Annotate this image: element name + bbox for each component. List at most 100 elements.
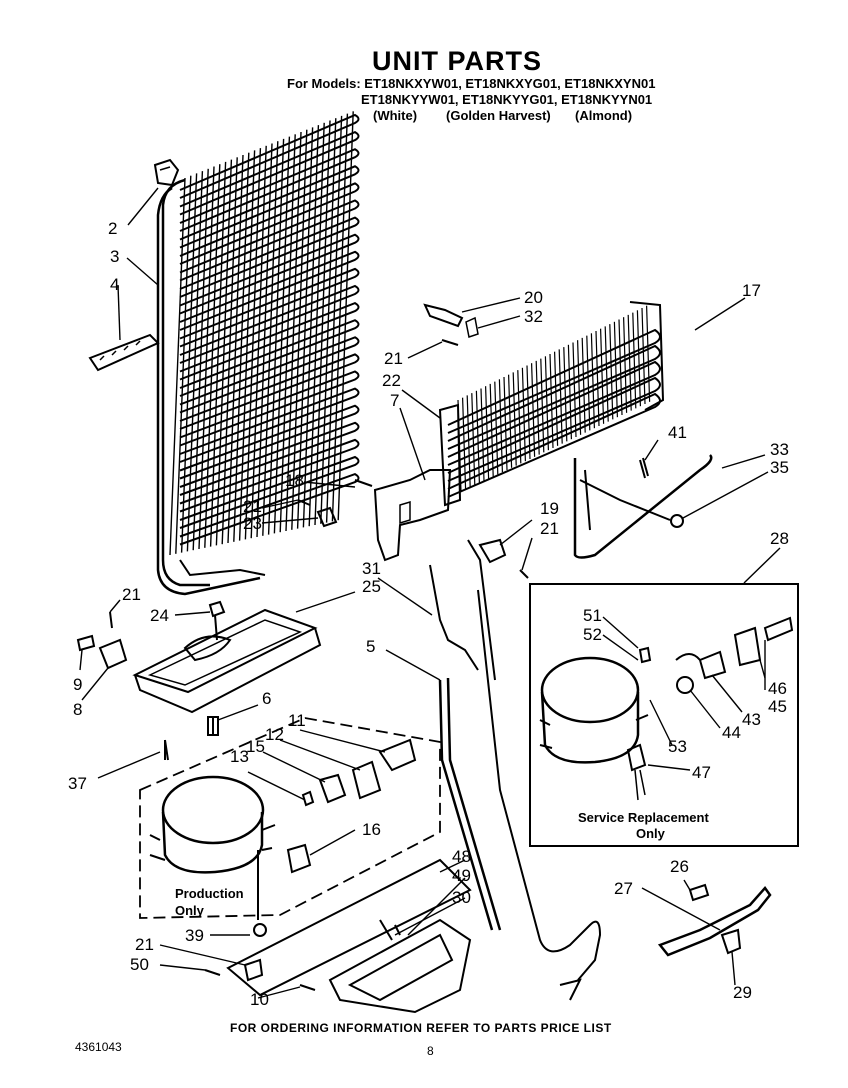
drain-pan <box>132 608 322 714</box>
callout-46: 46 <box>768 679 787 698</box>
evaporator-fin <box>609 324 614 420</box>
callout-37: 37 <box>68 774 87 793</box>
condenser-tube-loop <box>179 233 360 315</box>
evaporator-fin <box>646 305 651 402</box>
condenser-side-tube-2 <box>156 186 261 596</box>
condenser-tube-loop <box>179 199 360 282</box>
relay-overload-parts <box>286 738 417 874</box>
clip-part-8-9 <box>76 634 128 670</box>
callout-16: 16 <box>362 820 381 839</box>
production-only-box <box>139 717 441 919</box>
callout-31: 31 <box>362 559 381 578</box>
callout-35: 35 <box>770 458 789 477</box>
evaporator-fin <box>531 363 536 457</box>
grommet-39 <box>253 923 267 937</box>
condenser-tube-loop <box>179 473 360 546</box>
clip-part-23 <box>297 499 338 528</box>
callout-18: 18 <box>285 471 304 490</box>
condenser-tube-loop <box>179 370 360 447</box>
condenser-tube-loops <box>179 113 360 546</box>
nut-24 <box>208 600 226 618</box>
evaporator-fin <box>577 340 582 435</box>
evaporator-tube <box>447 344 661 450</box>
callout-28: 28 <box>770 529 789 548</box>
evaporator-fin <box>549 353 554 449</box>
models-line-1: For Models: ET18NKXYW01, ET18NKXYG01, ET… <box>287 76 656 91</box>
callout-24: 24 <box>150 606 169 625</box>
page-number: 8 <box>427 1044 434 1058</box>
condenser-side-tube <box>161 178 210 587</box>
ordering-note: FOR ORDERING INFORMATION REFER TO PARTS … <box>230 1021 612 1035</box>
evaporator-fin <box>586 335 591 431</box>
condenser-tube-loop <box>179 319 360 397</box>
callout-6: 6 <box>262 689 271 708</box>
condenser-tube-loop <box>179 148 360 232</box>
callout-22: 22 <box>382 371 401 390</box>
callout-21-c: 21 <box>540 519 559 538</box>
condenser-tube-loop <box>179 250 360 331</box>
capillary-tubes <box>429 539 602 1001</box>
clip-part-19 <box>478 538 529 579</box>
color-white: (White) <box>373 108 418 123</box>
evaporator-fin <box>558 349 563 444</box>
evaporator-fin <box>618 319 623 416</box>
evaporator-fin <box>535 360 540 455</box>
condenser-coil <box>156 111 360 596</box>
callout-27: 27 <box>614 879 633 898</box>
condenser-tube-loop <box>179 421 360 496</box>
evaporator-fin <box>517 370 522 464</box>
evaporator-fin <box>540 358 545 453</box>
callout-8: 8 <box>73 700 82 719</box>
heater-part-20 <box>423 303 479 338</box>
condenser-tube-loop <box>179 438 360 513</box>
color-golden-harvest: (Golden Harvest) <box>446 108 551 123</box>
evaporator-fin <box>590 333 595 429</box>
callout-20: 20 <box>524 288 543 307</box>
condenser-tube-loop <box>179 284 360 364</box>
evaporator-fin <box>521 367 526 462</box>
callout-51: 51 <box>583 606 602 625</box>
callout-17: 17 <box>742 281 761 300</box>
callout-15: 15 <box>246 737 265 756</box>
callout-47: 47 <box>692 763 711 782</box>
bracket-part-4 <box>88 333 160 372</box>
callout-41: 41 <box>668 423 687 442</box>
callout-21-b: 21 <box>243 497 262 516</box>
callout-44: 44 <box>722 723 741 742</box>
condenser-tube-loop <box>179 113 360 199</box>
evaporator-fin <box>636 310 641 407</box>
callout-21-a: 21 <box>384 349 403 368</box>
callout-2: 2 <box>108 219 117 238</box>
production-caption-line-1: Production <box>175 886 244 901</box>
callout-5: 5 <box>366 637 375 656</box>
callout-39: 39 <box>185 926 204 945</box>
condenser-tube-loop <box>179 182 360 265</box>
callout-49: 49 <box>452 866 471 885</box>
page-title: UNIT PARTS <box>372 46 542 76</box>
models-line-2: ET18NKYYW01, ET18NKYYG01, ET18NKYYN01 <box>361 92 653 107</box>
evaporator-coil <box>438 301 665 507</box>
evaporator-fin <box>613 321 618 418</box>
condenser-tube-loop <box>179 353 360 430</box>
evaporator-fin <box>563 347 568 442</box>
condenser-tube-loop <box>179 301 360 381</box>
callout-25: 25 <box>362 577 381 596</box>
callout-29: 29 <box>733 983 752 1002</box>
callout-52: 52 <box>583 625 602 644</box>
callout-53: 53 <box>668 737 687 756</box>
evaporator-fin <box>627 314 632 411</box>
evaporator-tube <box>447 328 661 434</box>
callout-33: 33 <box>770 440 789 459</box>
evaporator-tube <box>447 376 661 482</box>
callout-4: 4 <box>110 275 119 294</box>
callout-3: 3 <box>110 247 119 266</box>
condenser-tube-loop <box>179 267 360 348</box>
callout-leader-lines <box>79 187 781 999</box>
evaporator-fin <box>632 312 637 409</box>
callout-21-e: 21 <box>135 935 154 954</box>
bracket-part-7 <box>373 469 452 562</box>
base-plate-30 <box>204 858 472 1014</box>
callout-50: 50 <box>130 955 149 974</box>
